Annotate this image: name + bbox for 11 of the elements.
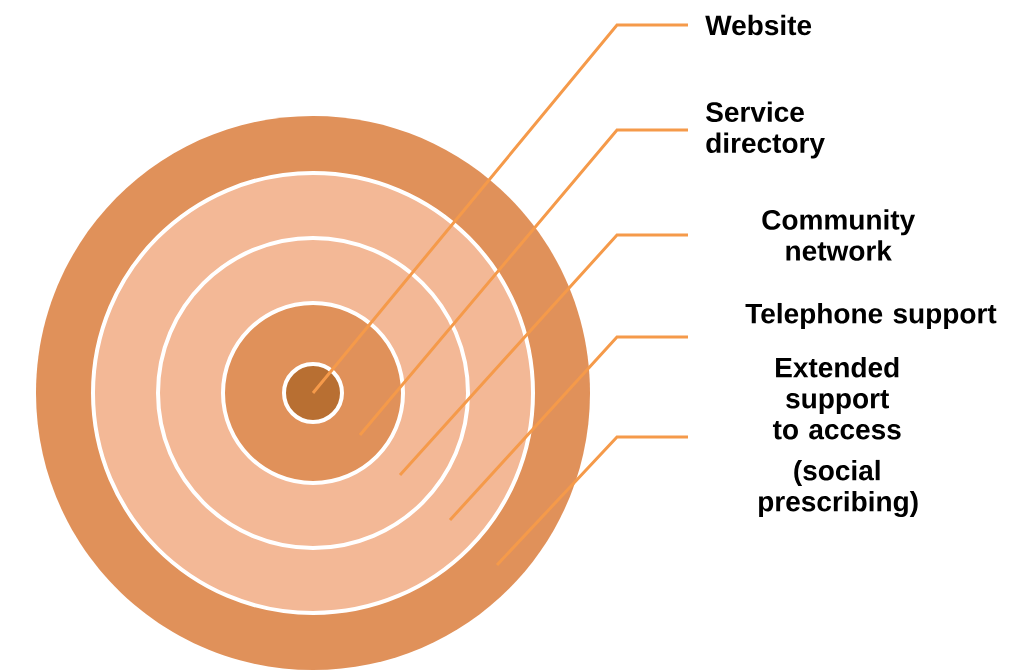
target-ring bbox=[282, 362, 344, 424]
leader-line bbox=[311, 23, 688, 394]
leader-line bbox=[448, 335, 688, 521]
leader-line bbox=[358, 128, 688, 436]
leader-line bbox=[398, 233, 688, 476]
ring-label: Telephone support bbox=[745, 302, 997, 330]
ring-label: Extended support to access (social prescribing) bbox=[759, 356, 918, 518]
ring-label: Community network bbox=[762, 209, 916, 261]
ring-label: Service directory bbox=[706, 101, 825, 159]
leader-line bbox=[495, 435, 688, 567]
ring-label: Website bbox=[705, 14, 812, 36]
